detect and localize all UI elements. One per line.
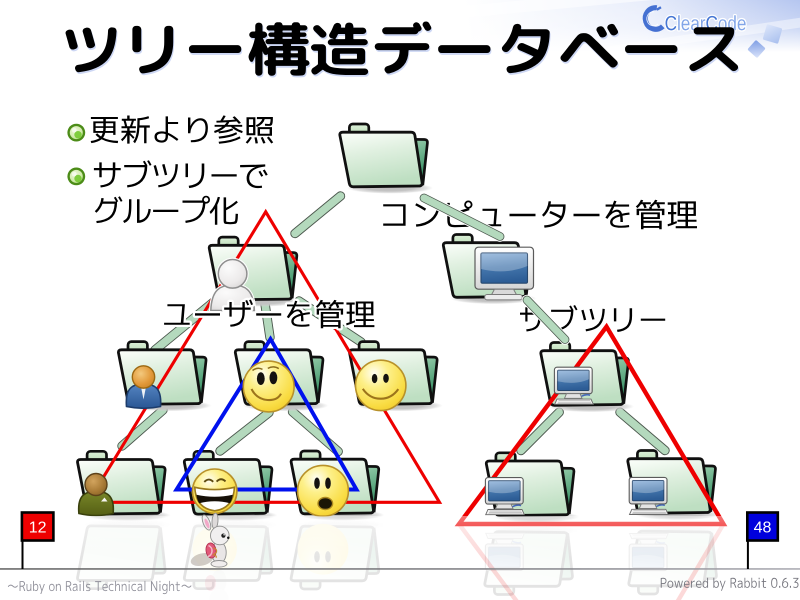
svg-text:12: 12 [29, 520, 47, 537]
svg-text:48: 48 [754, 520, 772, 537]
